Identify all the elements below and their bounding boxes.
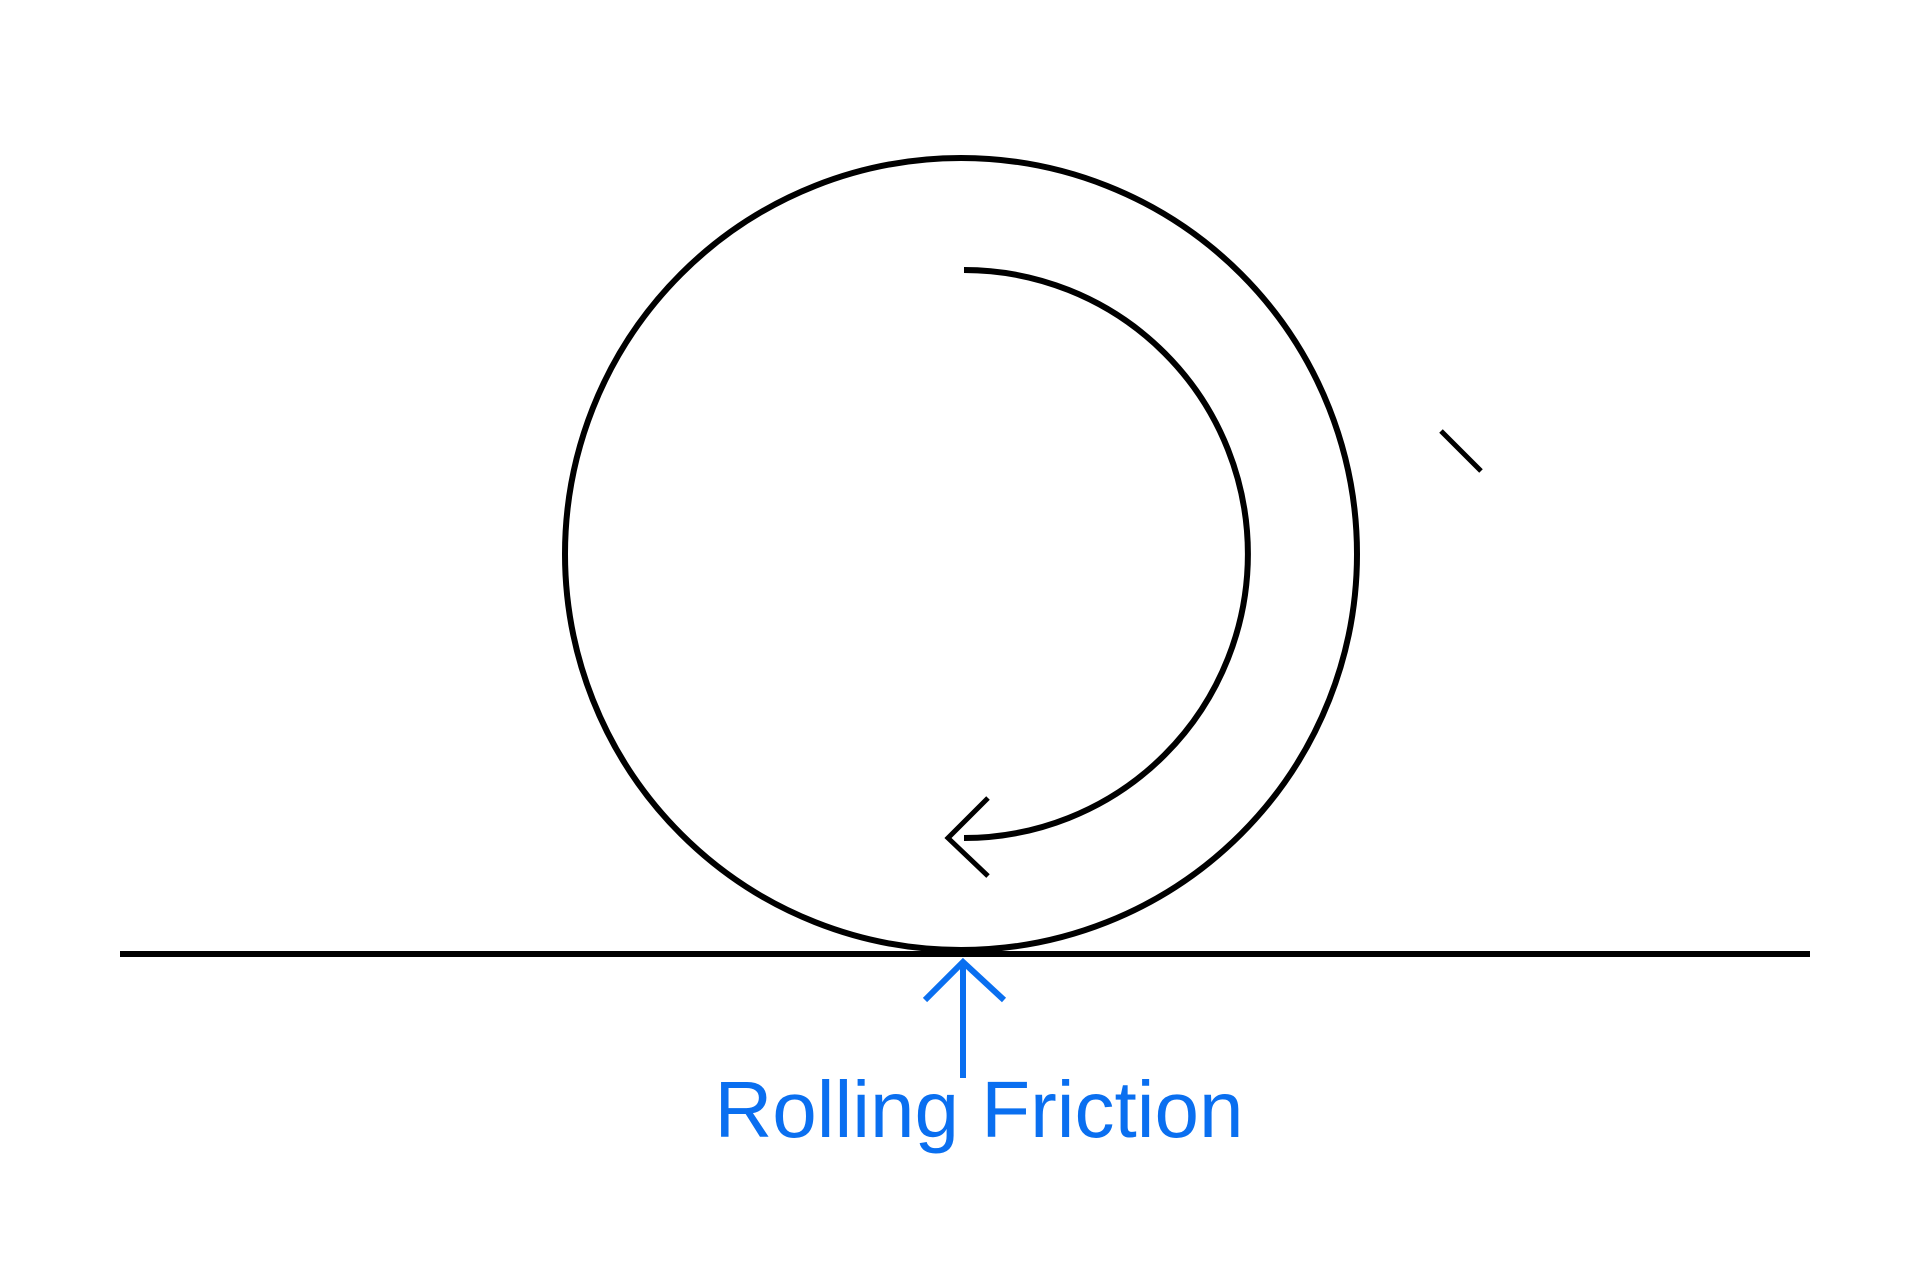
rotation-arc xyxy=(963,267,1251,841)
up-arrow-icon xyxy=(922,957,1007,1078)
friction-arrowhead xyxy=(922,957,1007,1003)
wheel xyxy=(562,155,1360,953)
clockwise-rotation-arrow-icon xyxy=(944,267,1251,878)
tick-mark xyxy=(1439,429,1483,473)
rotation-arrowhead xyxy=(944,796,990,878)
rolling-friction-label: Rolling Friction xyxy=(714,1065,1243,1154)
